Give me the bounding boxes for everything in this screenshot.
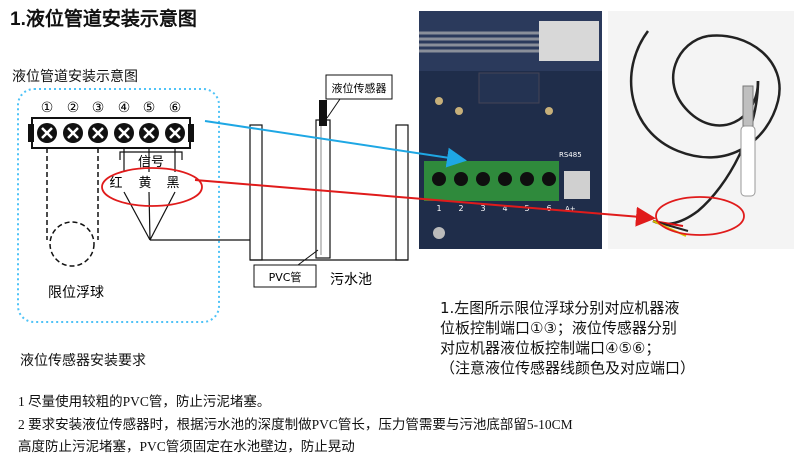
signal-bracket xyxy=(119,151,183,160)
page-title: 1.液位管道安装示意图 xyxy=(10,9,197,30)
control-board-photo: RS485 1 2 3 4 5 6 A+ xyxy=(419,11,602,249)
pin-number: 4 xyxy=(502,204,507,213)
note-line: 位板控制端口①③；液位传感器分别 xyxy=(440,319,677,337)
sensor-probe xyxy=(319,100,327,126)
pvc-label: PVC管 xyxy=(269,270,302,284)
requirement-item: 1 尽量使用较粗的PVC管，防止污泥堵塞。 xyxy=(18,394,271,409)
signal-label: 信号 xyxy=(138,155,164,170)
note-line: 对应机器液位板控制端口④⑤⑥； xyxy=(440,339,661,357)
tank-label: 污水池 xyxy=(330,272,372,288)
sensor-wires xyxy=(123,148,250,241)
requirement-item: 高度防止污泥堵塞，PVC管须固定在水池壁边，防止晃动 xyxy=(18,439,355,454)
requirements-title: 液位传感器安装要求 xyxy=(20,353,146,369)
terminal-number: ⑥ xyxy=(169,100,182,116)
sensor-label-box xyxy=(325,74,393,100)
pvc-label-box xyxy=(253,264,317,288)
pin-number: 6 xyxy=(546,204,551,213)
wire-color-red: 红 xyxy=(109,175,122,191)
terminal-number: ③ xyxy=(92,100,105,116)
pin-number: 1 xyxy=(436,204,441,213)
note-text: 1.左图所示限位浮球分别对应机器液 位板控制端口①③；液位传感器分别 对应机器液… xyxy=(440,298,796,378)
pin-number: 2 xyxy=(458,204,463,213)
wire-color-yellow: 黄 xyxy=(138,176,151,191)
terminal-number: ① xyxy=(41,100,54,116)
sensor-probe-photo xyxy=(740,125,756,197)
terminal-number: ⑤ xyxy=(143,100,156,116)
float-switch-wiring xyxy=(46,148,99,267)
connector-label: A+ xyxy=(565,205,576,213)
terminal-number: ④ xyxy=(118,100,131,116)
sensor-cable-photo xyxy=(608,11,794,249)
wire-color-black: 黑 xyxy=(166,176,179,191)
diagram-title: 液位管道安装示意图 xyxy=(12,69,138,85)
terminal-block xyxy=(28,117,194,149)
pvc-pipe xyxy=(315,119,331,259)
rs485-label: RS485 xyxy=(559,151,582,159)
terminal-number: ② xyxy=(67,100,80,116)
pin-number: 3 xyxy=(480,204,485,213)
sensor-label: 液位传感器 xyxy=(332,81,387,95)
pin-number: 5 xyxy=(524,204,529,213)
requirement-item: 2 要求安装液位传感器时，根据污水池的深度制做PVC管长，压力管需要与污池底部留… xyxy=(18,417,573,432)
float-label: 限位浮球 xyxy=(48,285,104,301)
note-line: 1.左图所示限位浮球分别对应机器液 xyxy=(440,299,680,317)
note-line: （注意液位传感器线颜色及对应端口） xyxy=(440,359,696,377)
